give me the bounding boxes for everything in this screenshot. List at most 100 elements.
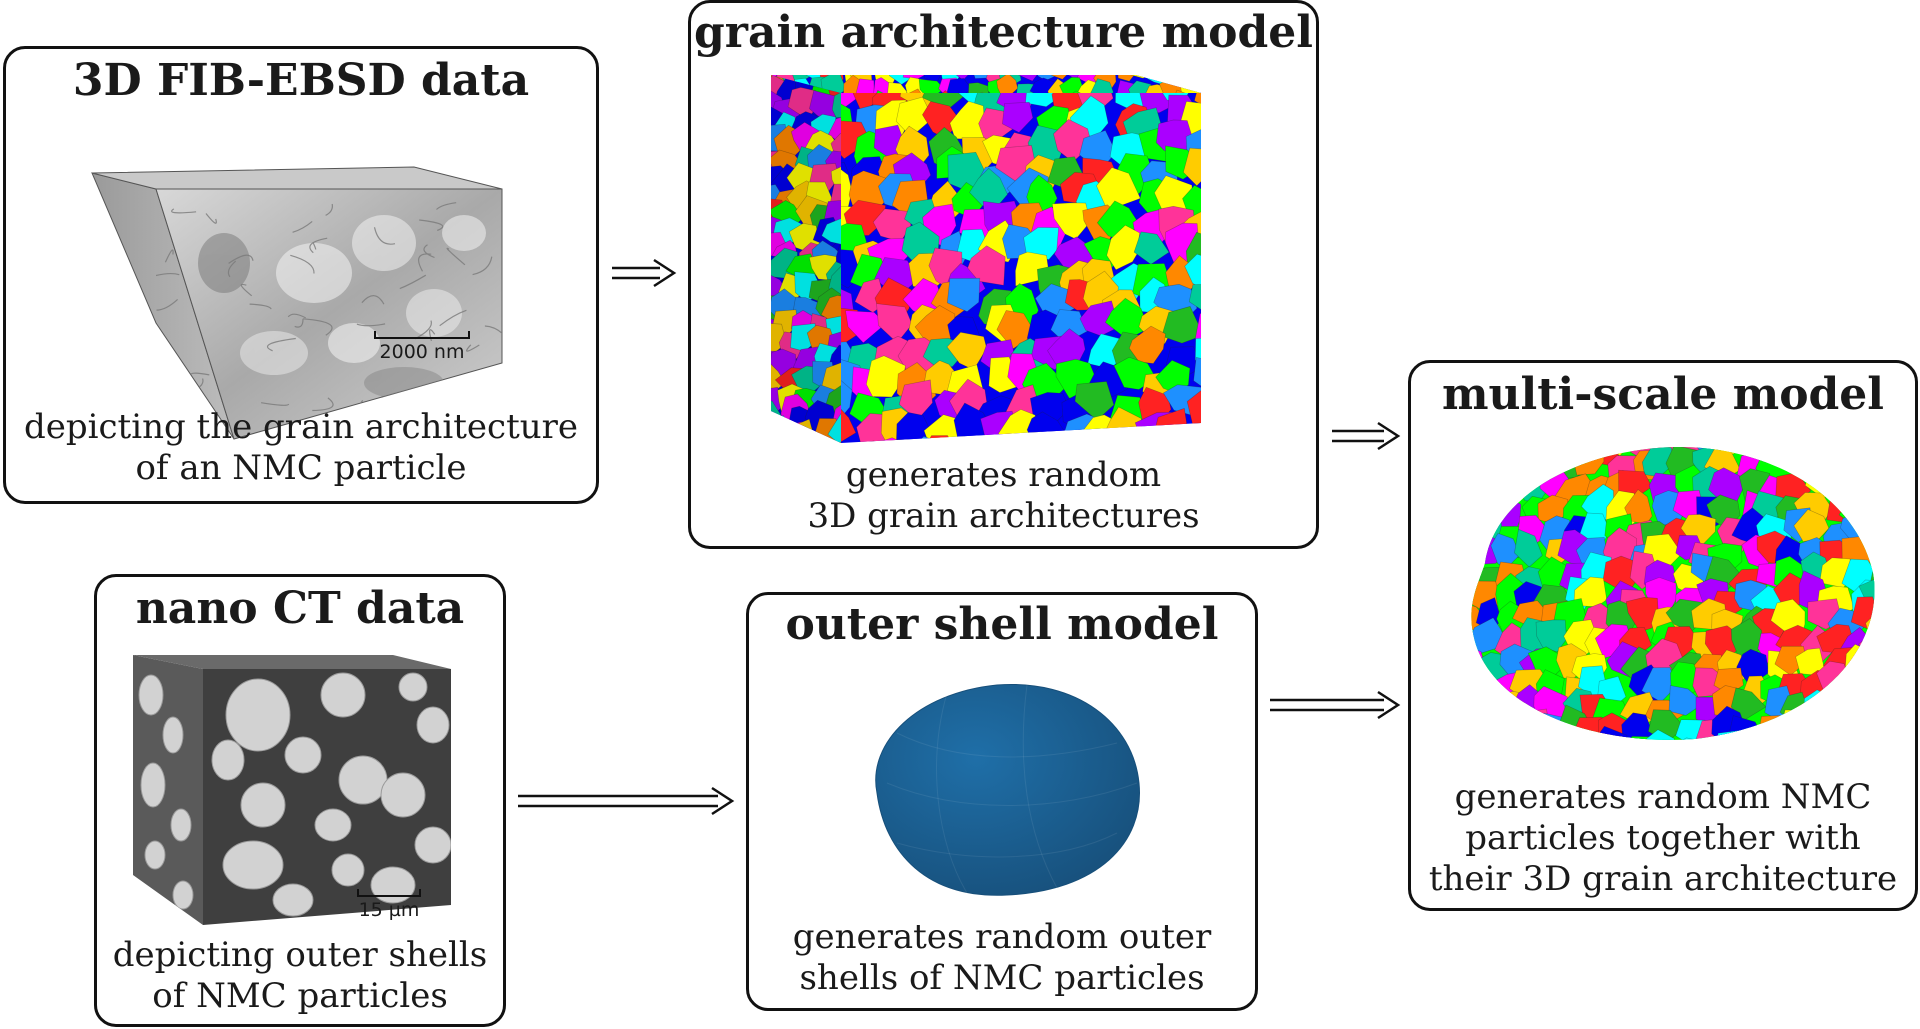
outer-shell-panel: outer shell model generates random outer… [746,592,1258,1011]
grain-cell [1840,667,1875,697]
fib-texture-line [294,318,304,328]
grain-cell [1861,653,1875,683]
grain-cell [775,421,807,443]
grain-cell [1183,147,1201,187]
grain-cell [1490,730,1532,740]
grain-cell [1863,733,1875,740]
arrow-fib-to-grain [612,258,677,288]
grain-cell [1186,386,1201,426]
grain-cell [1471,580,1475,615]
grain-cell [1514,528,1543,568]
grain-cell [841,378,853,419]
fib-texture-line [261,402,290,406]
grain-cell [1471,488,1489,521]
fib-texture-line [446,247,466,266]
grain-cell [841,400,857,443]
fib-texture-line [436,202,457,210]
grain-cell [1840,687,1875,724]
grain-cell [1774,645,1807,676]
grain-cell [1734,741,1762,753]
ct-particle [172,880,194,910]
grain-cell [968,82,990,93]
grain-cell [1488,714,1529,740]
outer-shell-desc-line-2: shells of NMC particles [799,958,1205,998]
grain-cell [1777,446,1809,462]
ct-particle [314,808,352,842]
grain-cell [1881,498,1885,533]
grain-cell [855,78,875,93]
grain-cell [821,217,841,247]
grain-cell [1059,76,1084,93]
grain-cell [1471,644,1485,683]
grain-cell [1530,747,1570,753]
outer-shell-particle-image [875,683,1140,896]
fib-texture-line [361,295,385,305]
grain-cell [848,93,888,113]
grain-cell [1471,553,1481,587]
outer-shell-surface [875,683,1140,896]
arrow-ct-to-shell [518,786,735,816]
fib-texture-line [325,203,333,216]
grain-cell [1045,75,1073,80]
grain-cell [978,451,1017,453]
ct-particle [380,772,426,818]
grain-cell [1471,662,1487,701]
grain-cell [888,75,912,85]
grain-cell [1870,535,1875,575]
grain-cell [1099,435,1137,443]
grain-cell [865,355,906,398]
arrow-shell-to-multi [1270,690,1401,720]
multi-scale-panel: multi-scale model generates random NMC p… [1408,360,1918,911]
outer-shell-title: outer shell model [785,599,1219,650]
fib-ebsd-title: 3D FIB-EBSD data [72,55,530,106]
grain-cell [1475,476,1513,511]
ct-particle [170,808,192,842]
grain-cell [841,440,878,443]
grain-cell [999,444,1037,453]
ct-particle [284,736,322,774]
grain-cell [1860,487,1875,526]
grain-cell [902,75,929,80]
grain-cell [1128,325,1166,364]
grain-cell [1208,130,1211,172]
fib-texture-line [373,227,396,245]
grain-cell [1786,749,1816,753]
outer-shell-description: generates random outer shells of NMC par… [749,917,1255,999]
grain-cell [1188,283,1201,314]
grain-cell [824,382,841,418]
grain-cell [1535,619,1567,653]
grain-cell [831,90,841,119]
nano-ct-desc-line-1: depicting outer shells [112,935,488,975]
grain-cell [1029,77,1057,93]
fib-ebsd-desc-line-1: depicting the grain architecture [23,407,579,447]
fib-ebsd-description: depicting the grain architecture of an N… [6,407,596,489]
grain-cell [1554,740,1588,753]
grain-cell [1207,282,1211,320]
ct-particle [416,706,450,744]
grain-cell [1127,80,1154,93]
ct-particle [398,672,428,702]
ct-particle [138,674,164,716]
grain-cell [899,88,928,93]
grain-cell [1471,718,1503,740]
multi-scale-desc-line-2: particles together with [1465,818,1861,858]
grain-cell [771,363,786,395]
grain-cell [1471,682,1488,716]
ct-particle [414,826,451,864]
multi-scale-desc-line-3: their 3D grain architecture [1428,859,1898,899]
grain-cell [1668,685,1705,716]
grain-architecture-panel: grain architecture model generates rando… [688,0,1319,549]
grain-cell [1866,663,1875,697]
grain-cell [1136,429,1174,443]
ct-particle [320,672,366,718]
grain-cell [771,434,801,443]
grain-cell [967,245,1006,286]
grain-cell [1496,446,1524,470]
grain-cell [1869,682,1875,721]
grain-cell [1825,735,1859,740]
grain-cell [1026,441,1068,443]
grain-cell [1818,456,1851,486]
grain-architecture-title: grain architecture model [694,7,1313,58]
fib-texture-line [309,237,328,254]
grain-cell [820,295,841,322]
